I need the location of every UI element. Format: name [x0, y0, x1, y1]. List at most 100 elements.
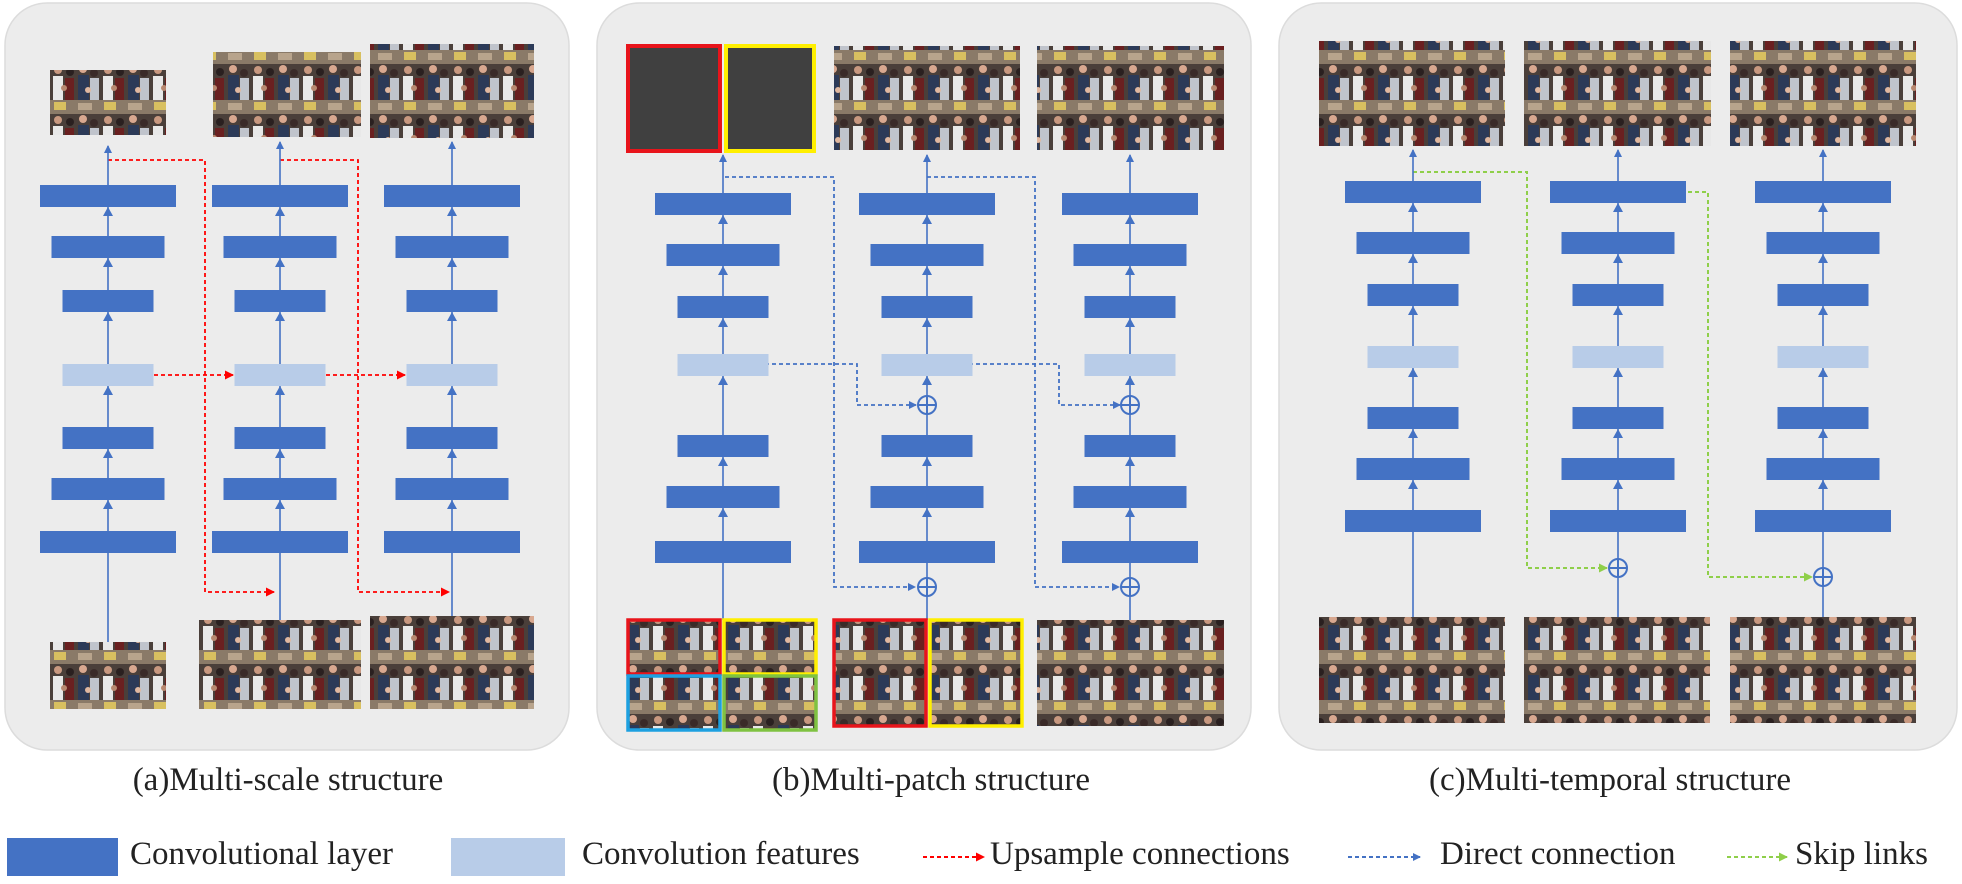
- column-5-conv-layer-1: [859, 193, 995, 215]
- column-4-arrow-2: [718, 266, 728, 275]
- column-8-conv-layer-6: [1561, 458, 1675, 480]
- column-1-arrow-2: [103, 258, 113, 267]
- direct-connection-b3: [723, 363, 917, 409]
- column-4-conv-layer-5: [677, 435, 769, 457]
- column-2-arrow-1: [275, 207, 285, 216]
- column-8-output-image: [1524, 41, 1711, 146]
- column-2-arrow-2: [275, 258, 285, 267]
- column-3-conv-layer-2: [395, 236, 509, 258]
- column-9-conv-layer-1: [1755, 181, 1891, 203]
- column-8-input-image: [1524, 617, 1710, 723]
- column-6-feature-map: [1084, 354, 1176, 376]
- column-7-conv-layer-7: [1345, 510, 1481, 532]
- column-7-conv-layer-1: [1345, 181, 1481, 203]
- column-7-input-image: [1319, 617, 1505, 723]
- column-2-conv-layer-6: [223, 478, 337, 500]
- column-2-conv-layer-2: [223, 236, 337, 258]
- column-7-arrow-5: [1408, 429, 1418, 438]
- column-6-input-image: [1037, 620, 1224, 726]
- column-7-arrow-3: [1408, 306, 1418, 315]
- quad-patch-border-2: [722, 618, 818, 676]
- column-9-arrow-1: [1818, 203, 1828, 212]
- column-2-conv-layer-7: [212, 531, 348, 553]
- column-4-conv-layer-1: [655, 193, 791, 215]
- column-7-conv-layer-2: [1356, 232, 1470, 254]
- column-9-conv-layer-3: [1777, 284, 1869, 306]
- column-8-conv-layer-1: [1550, 181, 1686, 203]
- column-1-conv-layer-1: [40, 185, 176, 207]
- column-5-arrow-2: [922, 266, 932, 275]
- column-8-conv-layer-2: [1561, 232, 1675, 254]
- column-1-conv-layer-6: [51, 478, 165, 500]
- column-1-arrow-3: [103, 312, 113, 321]
- caption-multi-temporal: (c)Multi-temporal structure: [1429, 762, 1791, 798]
- column-5-conv-layer-2: [870, 244, 984, 266]
- column-8-arrow-4: [1613, 368, 1623, 377]
- column-4-arrow-6: [718, 508, 728, 517]
- direct-connection-b4: [927, 363, 1121, 409]
- column-8-arrow-5: [1613, 429, 1623, 438]
- column-8-conv-layer-3: [1572, 284, 1664, 306]
- column-4-conv-layer-2: [666, 244, 780, 266]
- column-3-arrow-2: [447, 258, 457, 267]
- pair-patch-left-border: [832, 618, 928, 728]
- column-9-input-image: [1730, 617, 1916, 723]
- legend-conv-layer-swatch: [7, 838, 118, 876]
- column-7-arrow-6: [1408, 480, 1418, 489]
- column-9-arrow-6: [1818, 480, 1828, 489]
- column-4-arrow-4: [718, 376, 728, 385]
- direct-connection-b2: [927, 176, 1120, 591]
- column-1-arrow-6: [103, 500, 113, 509]
- column-6-arrow-6: [1125, 508, 1135, 517]
- column-4-arrow-5: [718, 457, 728, 466]
- column-5-arrow-1: [922, 215, 932, 224]
- legend-conv-features-label: Convolution features: [582, 836, 860, 872]
- patch-output-red: [626, 44, 722, 153]
- column-9-output-image: [1730, 41, 1916, 146]
- caption-multi-patch: (b)Multi-patch structure: [772, 762, 1090, 798]
- column-2-conv-layer-3: [234, 290, 326, 312]
- column-9-arrow-3: [1818, 306, 1828, 315]
- patch-outputs: [626, 44, 816, 153]
- column-1-conv-layer-3: [62, 290, 154, 312]
- upsample-connections: [108, 159, 450, 597]
- column-3-conv-layer-7: [384, 531, 520, 553]
- column-7-arrow-2: [1408, 254, 1418, 263]
- column-4-conv-layer-7: [655, 541, 791, 563]
- column-5-feature-map: [881, 354, 973, 376]
- column-6-arrow-3: [1125, 318, 1135, 327]
- column-3-arrow-1: [447, 207, 457, 216]
- column-7-arrow-4: [1408, 368, 1418, 377]
- pair-patch-right-border: [928, 618, 1024, 728]
- patch-output-yellow: [724, 44, 816, 153]
- column-2-arrow-3: [275, 312, 285, 321]
- column-6-arrow-1: [1125, 215, 1135, 224]
- column-5-conv-layer-6: [870, 486, 984, 508]
- column-5-conv-layer-5: [881, 435, 973, 457]
- skip-link-c1: [1413, 171, 1608, 573]
- upsample-connection-a1: [108, 159, 275, 597]
- pair-patch-right: [930, 620, 1022, 726]
- pair-patch-left: [834, 620, 926, 726]
- column-2-feature-map: [234, 364, 326, 386]
- column-2-conv-layer-5: [234, 427, 326, 449]
- column-3-conv-layer-5: [406, 427, 498, 449]
- column-3-feature-map: [406, 364, 498, 386]
- column-6-arrow-4: [1125, 376, 1135, 385]
- column-8-conv-layer-5: [1572, 407, 1664, 429]
- column-2-output-image: [213, 52, 361, 137]
- column-5-conv-layer-3: [881, 296, 973, 318]
- direct-connections: [723, 176, 1121, 591]
- panel-b-background: [596, 2, 1252, 751]
- column-9-conv-layer-7: [1755, 510, 1891, 532]
- column-5-arrow-5: [922, 457, 932, 466]
- column-2-arrow-4: [275, 386, 285, 395]
- column-2-input-image: [199, 620, 361, 709]
- column-5-output-image: [834, 46, 1020, 150]
- column-2-arrow-6: [275, 500, 285, 509]
- legend-direct-label: Direct connection: [1440, 836, 1676, 872]
- caption-multi-scale: (a)Multi-scale structure: [132, 762, 444, 798]
- column-3-arrow-4: [447, 386, 457, 395]
- column-5-arrow-3: [922, 318, 932, 327]
- column-1-feature-map: [62, 364, 154, 386]
